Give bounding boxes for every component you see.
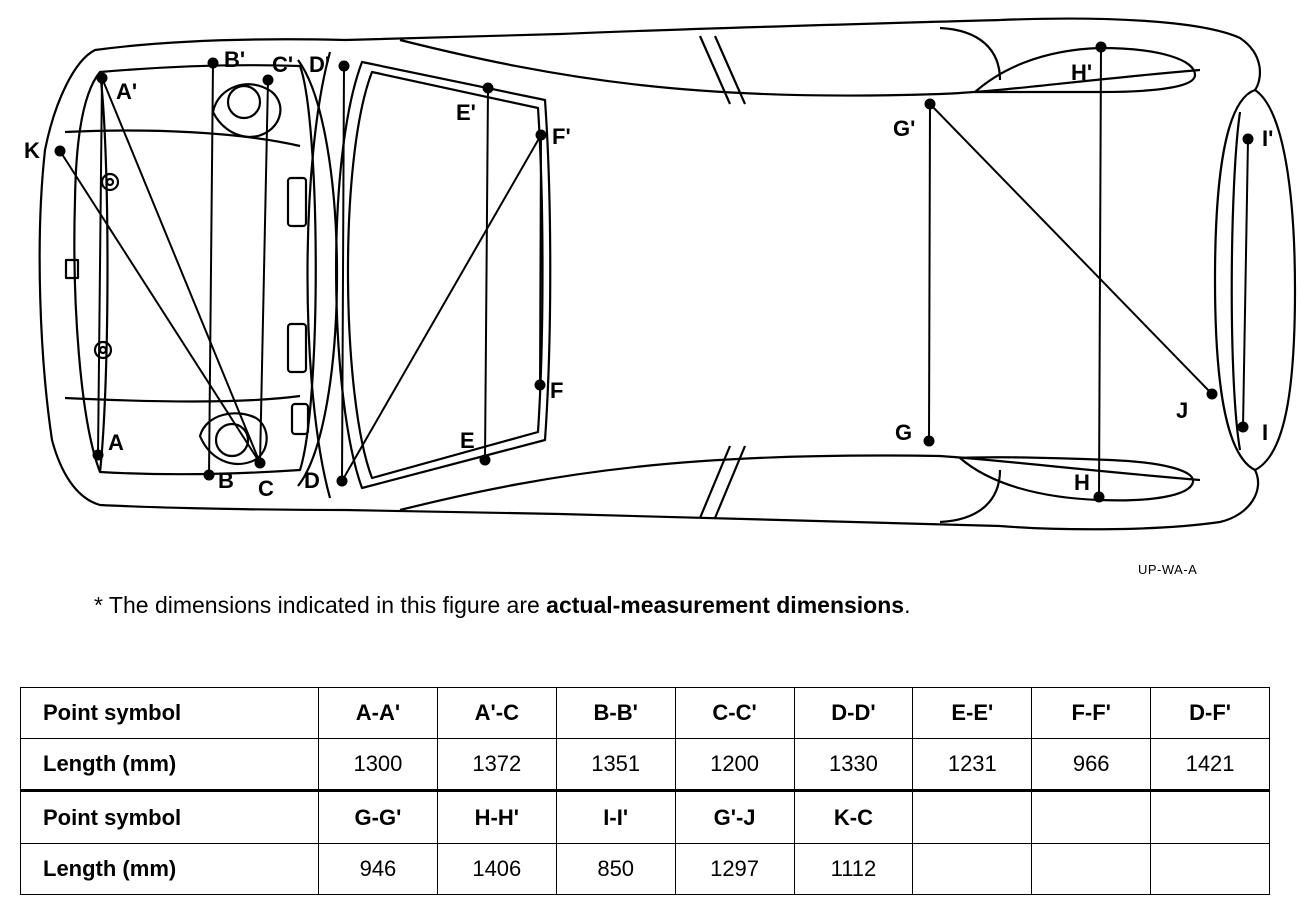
symbol-cell: C-C': [674, 687, 795, 739]
symbol-cell: B-B': [555, 687, 676, 739]
label-d: D: [304, 468, 320, 493]
empty-cell: [1031, 790, 1152, 845]
length-cell: 1406: [436, 843, 557, 895]
label-i-prime: I': [1262, 126, 1273, 151]
point-b-prime: [207, 57, 219, 69]
symbol-cell: H-H': [436, 790, 557, 845]
label-d-prime: D': [309, 52, 330, 77]
symbol-cell: F-F': [1031, 687, 1152, 739]
label-e-prime: E': [456, 100, 476, 125]
symbol-cell: I-I': [555, 790, 676, 845]
empty-cell: [1150, 843, 1270, 895]
symbol-cell: D-D': [793, 687, 914, 739]
point-e: [479, 454, 491, 466]
note-suffix: .: [904, 592, 911, 618]
label-f-prime: F': [552, 124, 571, 149]
point-a-prime: [96, 72, 108, 84]
label-b: B: [218, 468, 234, 493]
length-cell: 1231: [912, 737, 1033, 793]
label-f: F: [550, 378, 563, 403]
measurement-table: Point symbol A-A' A'-C B-B' C-C' D-D' E-…: [20, 687, 1270, 895]
empty-cell: [912, 790, 1033, 845]
length-cell: 1112: [793, 843, 914, 895]
symbol-cell: G'-J: [674, 790, 795, 845]
point-d-prime: [338, 60, 350, 72]
row-header-length: Length (mm): [20, 737, 319, 793]
engine-bay-outline: [73, 64, 317, 476]
label-h-prime: H': [1071, 60, 1092, 85]
point-f-prime: [535, 129, 547, 141]
table-row: Point symbol G-G' H-H' I-I' G'-J K-C: [20, 790, 1270, 845]
length-cell: 1330: [793, 737, 914, 793]
table-row: Length (mm) 1300 1372 1351 1200 1330 123…: [20, 737, 1270, 793]
point-i: [1237, 421, 1249, 433]
empty-cell: [1150, 790, 1270, 845]
label-g-prime: G': [893, 116, 915, 141]
label-c: C: [258, 476, 274, 501]
point-c-prime: [262, 74, 274, 86]
empty-cell: [912, 843, 1033, 895]
label-e: E: [460, 428, 475, 453]
point-b: [203, 469, 215, 481]
point-j: [1206, 388, 1218, 400]
length-cell: 1297: [674, 843, 795, 895]
symbol-cell: D-F': [1150, 687, 1270, 739]
length-cell: 850: [555, 843, 676, 895]
length-cell: 1200: [674, 737, 795, 793]
point-f: [534, 379, 546, 391]
label-b-prime: B': [224, 47, 245, 72]
point-d: [336, 475, 348, 487]
point-g-prime: [924, 98, 936, 110]
note-prefix: * The dimensions indicated in this figur…: [94, 592, 547, 618]
point-h: [1093, 491, 1105, 503]
row-header-point-symbol: Point symbol: [20, 790, 319, 845]
label-g: G: [895, 420, 912, 445]
label-a-prime: A': [116, 79, 137, 104]
label-j: J: [1176, 398, 1188, 423]
symbol-cell: A'-C: [436, 687, 557, 739]
point-g: [923, 435, 935, 447]
label-h: H: [1074, 470, 1090, 495]
symbol-cell: G-G': [318, 790, 438, 845]
floor-frame-outline: [334, 60, 552, 490]
table-row: Length (mm) 946 1406 850 1297 1112: [20, 843, 1270, 895]
label-i: I: [1262, 420, 1268, 445]
empty-cell: [1031, 843, 1152, 895]
label-k: K: [24, 138, 40, 163]
length-cell: 966: [1031, 737, 1152, 793]
body-outline: [38, 17, 1297, 531]
symbol-cell: E-E': [912, 687, 1033, 739]
length-cell: 1421: [1150, 737, 1270, 793]
length-cell: 1351: [555, 737, 676, 793]
point-h-prime: [1095, 41, 1107, 53]
point-k: [54, 145, 66, 157]
label-a: A: [108, 430, 124, 455]
table-row: Point symbol A-A' A'-C B-B' C-C' D-D' E-…: [20, 687, 1270, 739]
point-e-prime: [482, 82, 494, 94]
length-cell: 1372: [436, 737, 557, 793]
rear-wheelhouse-upper: [973, 46, 1197, 94]
dimension-note: * The dimensions indicated in this figur…: [94, 592, 910, 619]
point-a: [92, 449, 104, 461]
row-header-point-symbol: Point symbol: [20, 687, 319, 739]
figure-code: UP-WA-A: [1138, 562, 1198, 577]
vehicle-body-diagram: A' A B' B C' C D' D E' E F' F G' G H' H …: [24, 17, 1297, 531]
length-cell: 946: [318, 843, 438, 895]
point-i-prime: [1242, 133, 1254, 145]
length-cell: 1300: [318, 737, 438, 793]
note-emphasis: actual-measurement dimensions: [546, 592, 905, 618]
symbol-cell: A-A': [318, 687, 438, 739]
symbol-cell: K-C: [793, 790, 914, 845]
point-c: [254, 457, 266, 469]
label-c-prime: C': [272, 52, 293, 77]
row-header-length: Length (mm): [20, 843, 319, 895]
rear-wheelhouse-lower: [958, 456, 1195, 502]
